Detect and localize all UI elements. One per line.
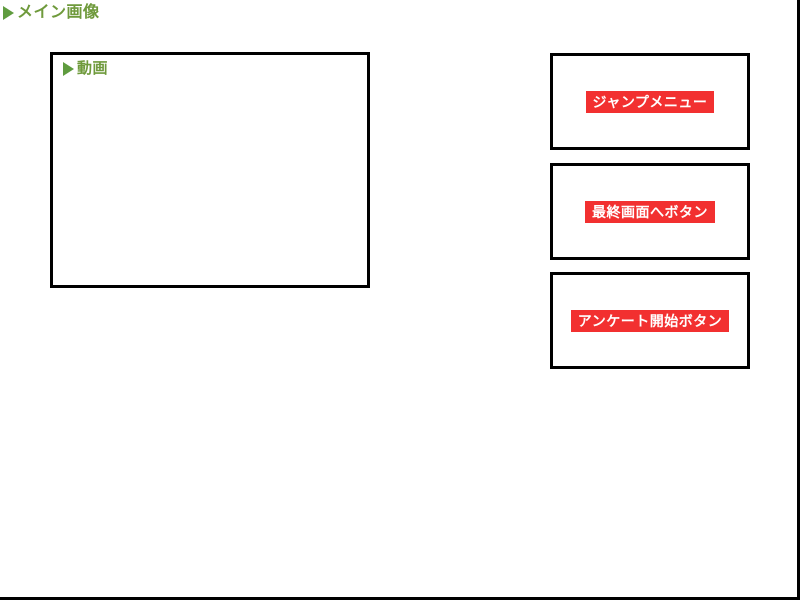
play-triangle-icon (3, 6, 14, 20)
panel-final-screen: 最終画面へボタン (550, 163, 750, 260)
video-label: 動画 (63, 60, 108, 77)
panel-jump-menu: ジャンプメニュー (550, 53, 750, 150)
final-screen-button[interactable]: 最終画面へボタン (585, 200, 715, 223)
play-triangle-icon (63, 61, 74, 76)
page-title: メイン画像 (3, 4, 100, 22)
panel-survey-start: アンケート開始ボタン (550, 272, 750, 369)
jump-menu-button[interactable]: ジャンプメニュー (585, 90, 715, 113)
survey-start-button[interactable]: アンケート開始ボタン (570, 309, 730, 332)
page-title-label: メイン画像 (17, 4, 100, 21)
video-placeholder-box[interactable]: 動画 (50, 52, 370, 288)
video-label-text: 動画 (77, 60, 109, 77)
